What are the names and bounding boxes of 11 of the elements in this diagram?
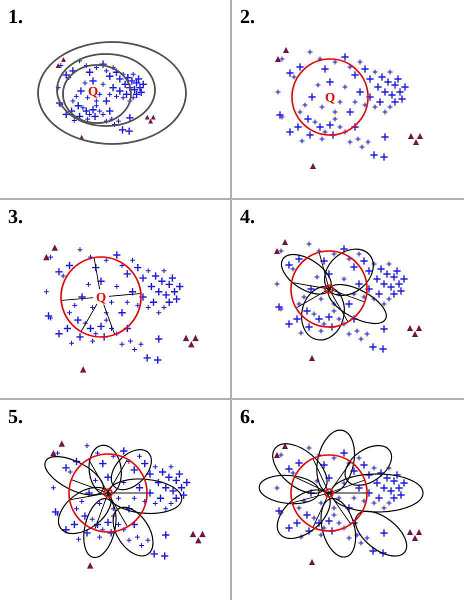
query-label: Q: [88, 84, 98, 98]
query-label: Q: [324, 90, 336, 104]
panel-number: 5.: [8, 406, 23, 428]
panel: [0, 200, 232, 400]
panel-number: 2.: [240, 6, 255, 28]
panel-number: 4.: [240, 206, 255, 228]
panel-number: 3.: [8, 206, 23, 228]
panel: [0, 0, 232, 200]
panel-number: 1.: [8, 6, 23, 28]
query-label: Q: [96, 290, 106, 304]
panel-number: 6.: [240, 406, 255, 428]
